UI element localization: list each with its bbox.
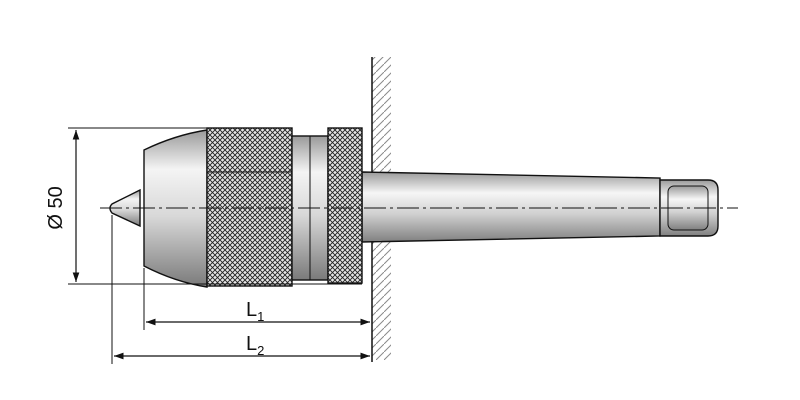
sleeve-knurl <box>206 127 293 287</box>
nose-tip <box>109 188 141 228</box>
knurled-ring <box>327 127 363 284</box>
knurled-sleeve <box>206 127 293 287</box>
taper-shank <box>361 171 719 243</box>
diameter-label: Ø 50 <box>45 186 67 229</box>
l1-label: L1 <box>246 299 264 324</box>
diameter-dimension: Ø 50 <box>45 127 362 285</box>
shank-body <box>361 171 661 243</box>
l2-dimension: L2 <box>111 215 370 364</box>
l1-dimension: L1 <box>143 268 370 330</box>
ring-knurl <box>327 127 363 284</box>
l2-label: L2 <box>246 333 264 358</box>
